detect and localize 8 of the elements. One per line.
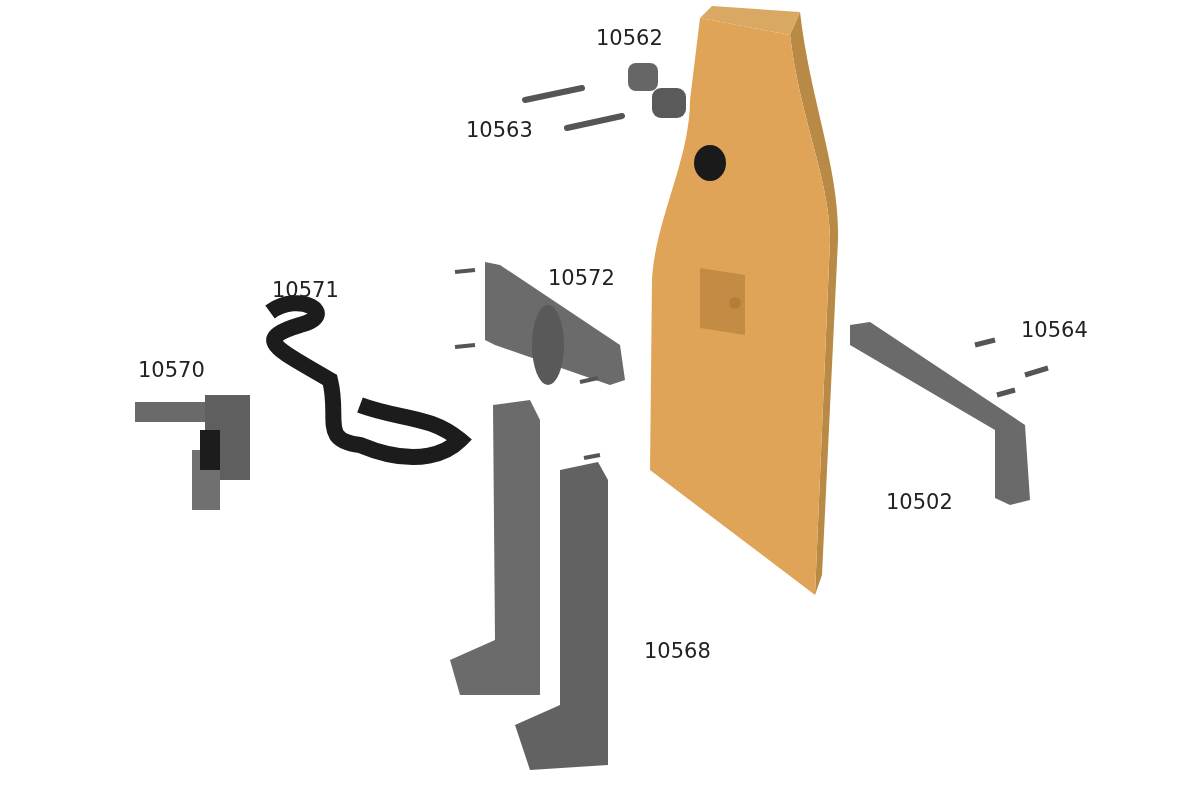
- part-number: 10564: [1021, 320, 1088, 341]
- part-number: 10502: [886, 492, 953, 513]
- part-number: 10568: [644, 641, 711, 662]
- part-number: 10572: [548, 268, 615, 289]
- part-number: 10562: [596, 28, 663, 49]
- part-number: 10571: [272, 280, 339, 301]
- part-number: 10563: [466, 120, 533, 141]
- part-number: 10570: [138, 360, 205, 381]
